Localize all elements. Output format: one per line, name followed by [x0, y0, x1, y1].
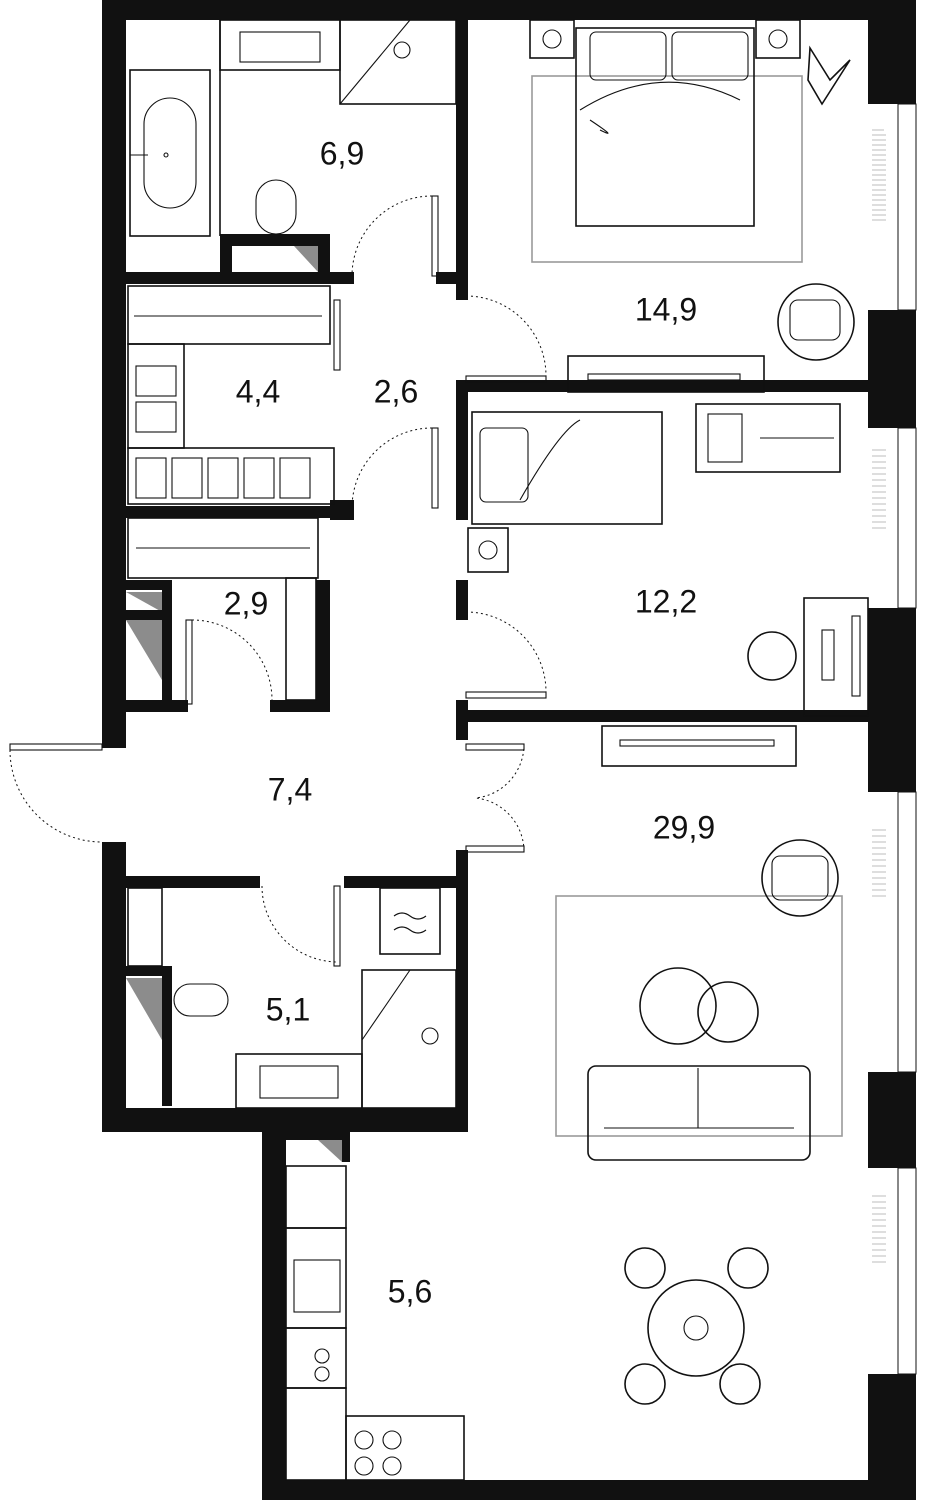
area-hallway: 7,4 — [268, 771, 312, 807]
bedroom-1-furniture — [529, 19, 855, 393]
area-corridor: 2,6 — [374, 373, 418, 409]
area-wardrobe-1: 4,4 — [236, 373, 280, 409]
bathroom-2-fixtures — [127, 887, 457, 1109]
exterior-walls — [102, 0, 916, 1500]
windows — [872, 103, 917, 1375]
wardrobe-2-fixtures — [127, 517, 319, 701]
area-kitchen: 5,6 — [388, 1273, 432, 1309]
interior-walls — [102, 20, 868, 1162]
kitchen-fixtures — [285, 1165, 465, 1481]
area-bathroom-1: 6,9 — [320, 135, 364, 171]
area-living-room: 29,9 — [653, 809, 715, 845]
area-wardrobe-2: 2,9 — [224, 585, 268, 621]
living-room-furniture — [555, 725, 843, 1405]
area-bedroom-2: 12,2 — [635, 583, 697, 619]
area-labels: 6,9 14,9 4,4 2,6 12,2 2,9 7,4 29,9 5,1 5… — [224, 135, 715, 1309]
area-bedroom-1: 14,9 — [635, 291, 697, 327]
doors — [9, 195, 547, 967]
bedroom-2-furniture — [467, 403, 869, 717]
bathroom-1-fixtures — [129, 19, 457, 237]
area-bathroom-2: 5,1 — [266, 991, 310, 1027]
wardrobe-1-fixtures — [127, 285, 335, 505]
